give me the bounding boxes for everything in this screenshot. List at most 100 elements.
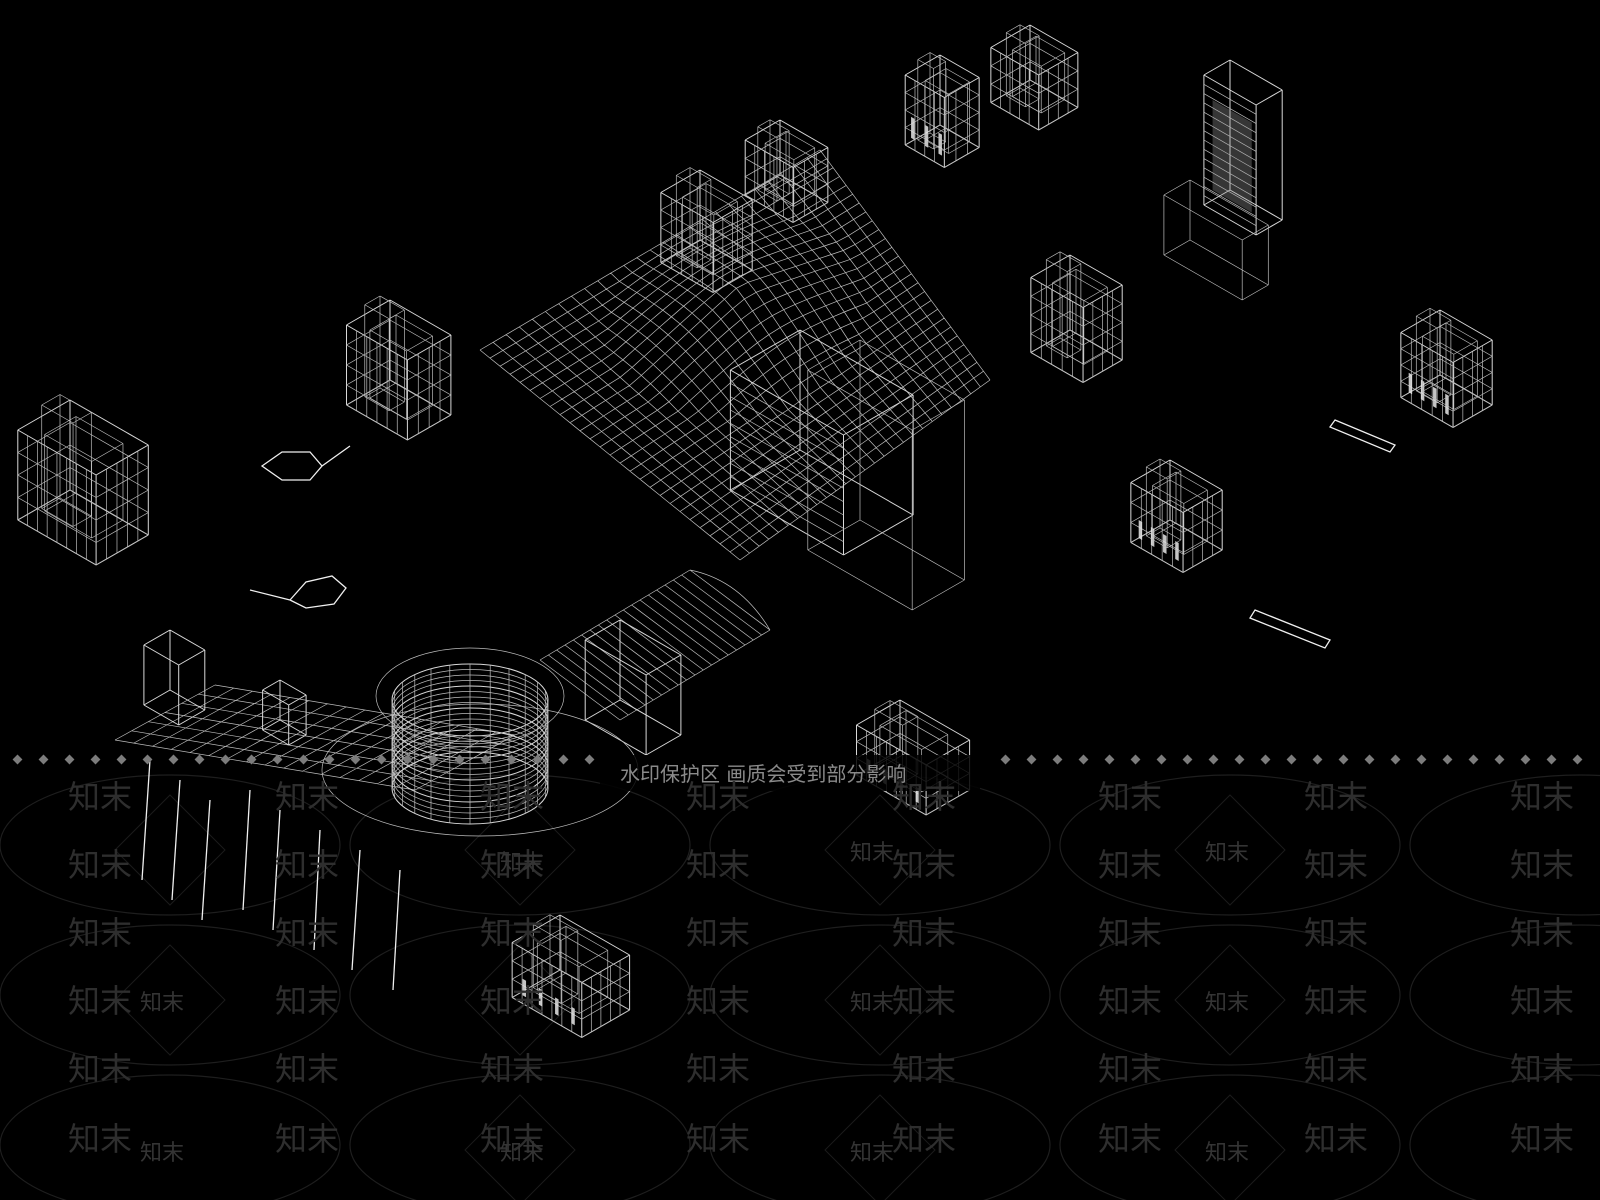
watermark-band-dots	[12, 754, 1583, 765]
house-top-center	[744, 119, 829, 223]
watermark-mark-small: 知末	[850, 991, 894, 1016]
band-dot	[350, 754, 361, 765]
pillar	[242, 789, 251, 911]
band-dot	[220, 754, 231, 765]
watermark-ellipse	[1409, 924, 1600, 1066]
watermark-mark: 知末	[1098, 1050, 1162, 1088]
watermark-text-grid: 知末知末知末知末知末知末知末知末知末知末知末知末知末知末知末知末知末知末知末知末…	[68, 778, 1574, 1166]
house-top-right	[990, 24, 1079, 131]
band-dot	[1078, 754, 1089, 765]
watermark-mark: 知末	[68, 1050, 132, 1088]
house-far-right	[1400, 307, 1493, 428]
watermark-mark: 知末	[68, 846, 132, 884]
watermark-mark: 知末	[686, 914, 750, 952]
window-pane	[1445, 393, 1449, 416]
watermark-ellipse	[709, 1074, 1051, 1200]
band-dot	[38, 754, 49, 765]
band-dot	[506, 754, 517, 765]
tower-roof-ring	[375, 647, 565, 745]
watermark-mark: 知末	[892, 1120, 956, 1158]
band-dot	[272, 754, 283, 765]
band-dot	[1104, 754, 1115, 765]
band-dot	[1026, 754, 1037, 765]
window-pane	[911, 116, 915, 140]
watermark-mark-small: 知末	[850, 1141, 894, 1166]
house-right-mid	[1030, 251, 1123, 383]
watermark-ellipse	[1409, 1074, 1600, 1200]
house-left	[17, 394, 150, 566]
watermark-mark: 知末	[68, 982, 132, 1020]
window-pane	[924, 124, 929, 148]
watermark-mark: 知末	[68, 914, 132, 952]
pillar	[351, 849, 361, 971]
band-dot	[298, 754, 309, 765]
watermark-diamond	[464, 1094, 576, 1200]
canopy-bridge	[539, 569, 771, 756]
band-dot	[428, 754, 439, 765]
watermark-mark-small: 知末	[140, 1141, 184, 1166]
watermark-diamond	[464, 794, 576, 906]
watermark-mark: 知末	[275, 982, 339, 1020]
watermark-mark-small: 知末	[140, 991, 184, 1016]
watermark-ellipse	[349, 1074, 691, 1200]
pillar	[141, 759, 151, 881]
watermark-diamond	[114, 794, 226, 906]
band-dot	[1156, 754, 1167, 765]
watermark-mark: 知末	[1510, 846, 1574, 884]
band-dot	[1364, 754, 1375, 765]
tower-block-top	[904, 52, 980, 168]
band-dot	[376, 754, 387, 765]
band-dot	[194, 754, 205, 765]
watermark-mark-small: 知末	[1205, 841, 1249, 866]
watermark-ellipse	[0, 774, 341, 916]
band-dot	[558, 754, 569, 765]
pillar	[171, 779, 181, 901]
watermark-mark: 知末	[686, 1050, 750, 1088]
band-dot	[246, 754, 257, 765]
building-models	[17, 24, 1493, 1038]
tower-plaza	[321, 703, 639, 837]
watermark-mark: 知末	[892, 778, 956, 816]
watermark-ellipse	[349, 774, 691, 916]
band-dot	[454, 754, 465, 765]
watermark-band-text: 水印保护区 画质会受到部分影响	[620, 762, 906, 786]
watermark-mark: 知末	[1304, 914, 1368, 952]
window-pane	[1433, 386, 1437, 409]
band-dot	[1338, 754, 1349, 765]
watermark-ellipse	[1059, 924, 1401, 1066]
watermark-ellipse	[349, 924, 691, 1066]
watermark-mark: 知末	[892, 914, 956, 952]
watermark-mark-small: 知末	[500, 851, 544, 876]
watermark-mark: 知末	[68, 1120, 132, 1158]
band-dot	[1182, 754, 1193, 765]
band-dot	[1234, 754, 1245, 765]
watermark-mark: 知末	[1098, 846, 1162, 884]
watermark-mark: 知末	[480, 1050, 544, 1088]
band-dot	[1416, 754, 1427, 765]
terrain-mesh	[479, 149, 991, 561]
watermark-mark: 知末	[1098, 982, 1162, 1020]
cylindrical-tower	[321, 647, 639, 837]
band-dot	[90, 754, 101, 765]
watermark-mark: 知末	[1098, 914, 1162, 952]
watermark-mark: 知末	[275, 1120, 339, 1158]
band-dot	[480, 754, 491, 765]
band-dot	[12, 754, 23, 765]
band-dot	[116, 754, 127, 765]
watermark-mark: 知末	[686, 982, 750, 1020]
pillar	[272, 809, 281, 931]
watermark-mark: 知末	[1510, 1120, 1574, 1158]
band-dot	[1000, 754, 1011, 765]
watermark-diamond	[824, 794, 936, 906]
pillar	[313, 829, 321, 951]
window-pane	[1408, 372, 1413, 395]
band-dot	[168, 754, 179, 765]
window-pane	[522, 978, 527, 998]
watermark-mark: 知末	[68, 778, 132, 816]
watermark-ellipse	[0, 1074, 341, 1200]
watermark-mark: 知末	[1098, 778, 1162, 816]
walkway-left	[249, 419, 1397, 649]
watermark-diamond	[1174, 1094, 1286, 1200]
terrain-grid	[479, 149, 991, 561]
